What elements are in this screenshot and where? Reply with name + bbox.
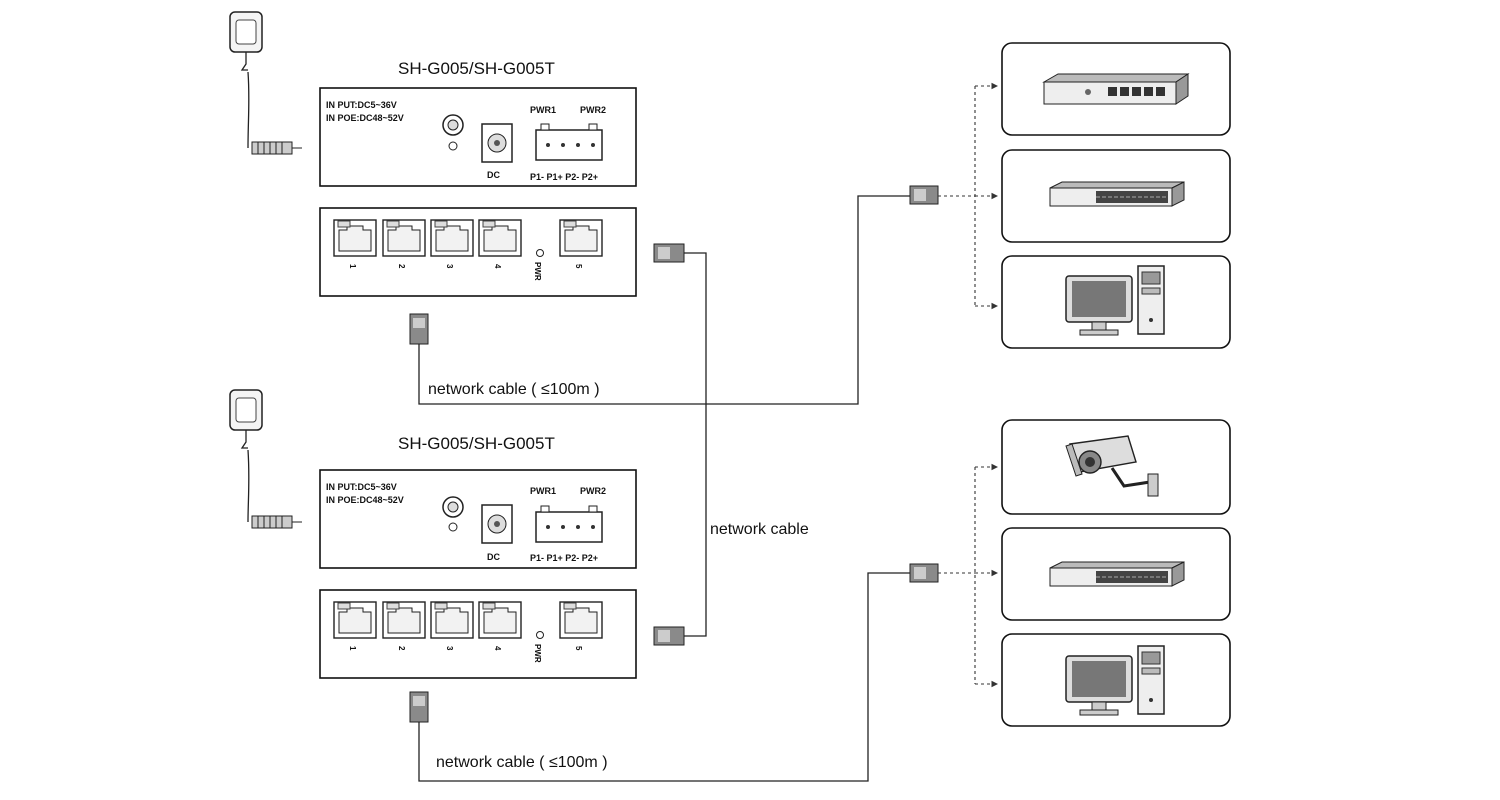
switch-front-panel: 1 2 3 4 PWR 5 bbox=[319, 207, 637, 297]
switch-rear-panel: IN PUT:DC5~36V IN POE:DC48~52V DC PWR1 P… bbox=[319, 87, 637, 187]
camera-icon bbox=[1065, 435, 1159, 497]
rj45-port-3 bbox=[430, 219, 474, 257]
port-label-5: 5 bbox=[574, 646, 583, 651]
power-adapter-bottom bbox=[229, 389, 302, 529]
input-dc-label: IN PUT:DC5~36V bbox=[326, 100, 397, 110]
terminal-pins-label: P1- P1+ P2- P2+ bbox=[530, 553, 598, 563]
dc-jack-icon bbox=[481, 123, 513, 163]
switch-icon bbox=[1049, 561, 1185, 587]
cable-label-bottom: network cable ( ≤100m ) bbox=[436, 754, 608, 771]
computer-icon bbox=[1065, 645, 1165, 716]
pwr-led-label: PWR bbox=[533, 644, 542, 663]
cable-label-between: network cable bbox=[710, 521, 809, 538]
rj45-plug-icon bbox=[653, 243, 685, 263]
pwr2-label: PWR2 bbox=[580, 105, 606, 115]
port-label-4: 4 bbox=[493, 646, 502, 651]
port-label-3: 3 bbox=[445, 646, 454, 651]
terminal-block-icon bbox=[535, 123, 603, 161]
device-box-camera-bottom bbox=[1001, 419, 1231, 515]
pwr-led-label: PWR bbox=[533, 262, 542, 281]
device-box-computer-top bbox=[1001, 255, 1231, 349]
device-box-switch-top bbox=[1001, 42, 1231, 136]
pwr2-label: PWR2 bbox=[580, 486, 606, 496]
port-label-5: 5 bbox=[574, 264, 583, 269]
switch-rear-panel: IN PUT:DC5~36V IN POE:DC48~52V DC PWR1 P… bbox=[319, 469, 637, 569]
switch-model-title: SH-G005/SH-G005T bbox=[398, 434, 555, 453]
ground-symbol-icon bbox=[448, 141, 458, 151]
computer-icon bbox=[1065, 265, 1165, 336]
dc-label: DC bbox=[487, 552, 500, 562]
port-label-1: 1 bbox=[348, 646, 357, 651]
rj45-plug-icon bbox=[653, 626, 685, 646]
port-label-1: 1 bbox=[348, 264, 357, 269]
rj45-port-5 bbox=[559, 219, 603, 257]
rj45-port-3 bbox=[430, 601, 474, 639]
rj45-port-1 bbox=[333, 601, 377, 639]
cable-label-top: network cable ( ≤100m ) bbox=[428, 381, 600, 398]
pwr1-label: PWR1 bbox=[530, 486, 556, 496]
rj45-plug-icon bbox=[409, 313, 429, 345]
pwr-led-icon bbox=[536, 631, 544, 639]
input-dc-label: IN PUT:DC5~36V bbox=[326, 482, 397, 492]
rj45-port-2 bbox=[382, 601, 426, 639]
device-box-switch-bottom bbox=[1001, 527, 1231, 621]
pwr-led-icon bbox=[536, 249, 544, 257]
input-poe-label: IN POE:DC48~52V bbox=[326, 113, 404, 123]
switch-front-panel: 1 2 3 4 PWR 5 bbox=[319, 589, 637, 679]
rj45-plug-icon bbox=[409, 691, 429, 723]
terminal-block-icon bbox=[535, 505, 603, 543]
port-label-2: 2 bbox=[397, 646, 406, 651]
port-label-3: 3 bbox=[445, 264, 454, 269]
rj45-port-4 bbox=[478, 601, 522, 639]
rj45-port-5 bbox=[559, 601, 603, 639]
rj45-port-4 bbox=[478, 219, 522, 257]
switch-model-title: SH-G005/SH-G005T bbox=[398, 59, 555, 78]
switch-icon bbox=[1049, 181, 1185, 207]
port-label-4: 4 bbox=[493, 264, 502, 269]
rj45-port-1 bbox=[333, 219, 377, 257]
device-box-computer-bottom bbox=[1001, 633, 1231, 727]
ground-symbol-icon bbox=[448, 522, 458, 532]
power-adapter-top bbox=[229, 11, 302, 155]
rj45-port-2 bbox=[382, 219, 426, 257]
pwr1-label: PWR1 bbox=[530, 105, 556, 115]
dc-label: DC bbox=[487, 170, 500, 180]
terminal-pins-label: P1- P1+ P2- P2+ bbox=[530, 172, 598, 182]
device-box-switch-top-2 bbox=[1001, 149, 1231, 243]
rj45-plug-icon bbox=[909, 563, 939, 583]
input-poe-label: IN POE:DC48~52V bbox=[326, 495, 404, 505]
port-label-2: 2 bbox=[397, 264, 406, 269]
rj45-plug-icon bbox=[909, 185, 939, 205]
switch-icon bbox=[1042, 73, 1190, 105]
